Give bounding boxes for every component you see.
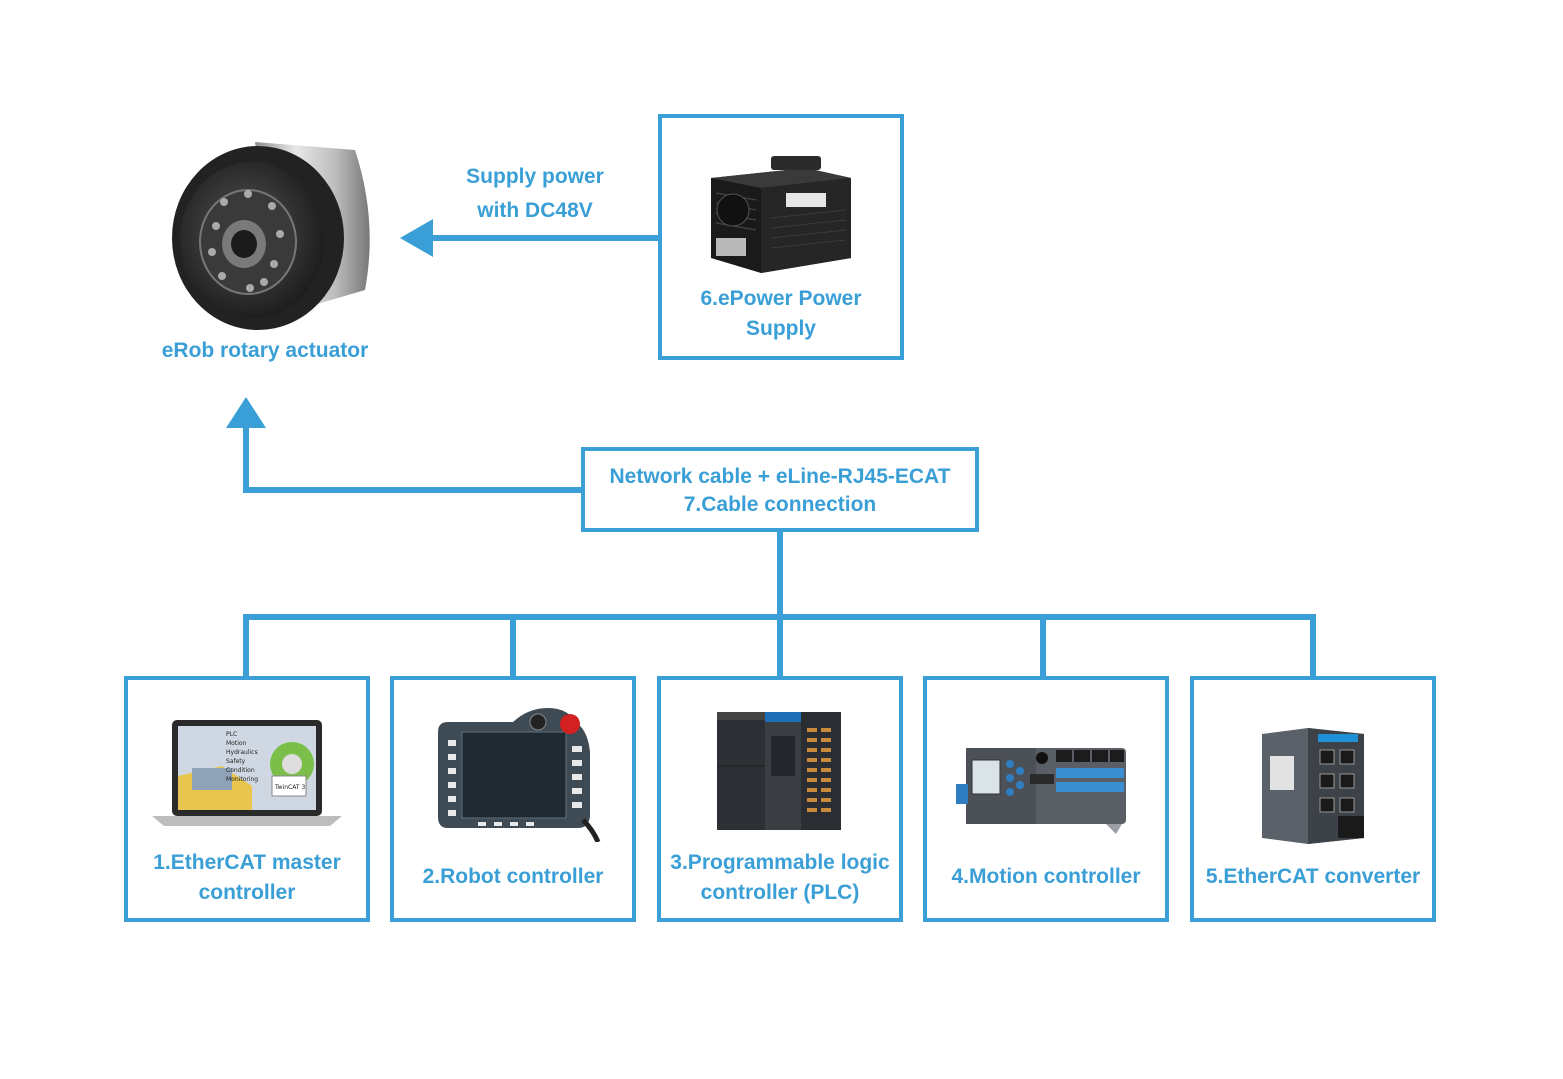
controller-image-3 <box>715 706 845 836</box>
controller-label-1: 1.EtherCAT master controller <box>132 848 362 908</box>
cable-connection-box: Network cable + eLine-RJ45-ECAT 7.Cable … <box>581 447 979 532</box>
controller-image-2 <box>418 702 608 843</box>
rotary-actuator-icon <box>172 142 370 330</box>
power-supply-label: 6.ePower Power Supply <box>666 284 896 344</box>
cable-arrow-line <box>243 425 585 493</box>
controller-image-1: PLC Motion Hydraulics Safety Condition M… <box>152 716 342 828</box>
laptop-screen-item-4: Safety <box>226 758 246 765</box>
power-arrow-label: Supply power with DC48V <box>440 162 630 226</box>
controller-image-5 <box>1258 720 1368 846</box>
power-arrow-label-line1: Supply power <box>466 165 604 188</box>
laptop-screen-item-3: Hydraulics <box>226 749 258 756</box>
controller-label-4: 4.Motion controller <box>931 862 1161 892</box>
controller-label-2: 2.Robot controller <box>398 862 628 892</box>
laptop-badge-text: TwinCAT 3 <box>274 784 305 791</box>
controller-3-line2: controller (PLC) <box>700 881 860 904</box>
cable-label-line1: Network cable + eLine-RJ45-ECAT <box>609 465 951 488</box>
power-supply-label-line2: Supply <box>745 317 816 340</box>
controller-label-3: 3.Programmable logic controller (PLC) <box>665 848 895 908</box>
actuator-label: eRob rotary actuator <box>161 339 369 362</box>
controller-box-1: PLC Motion Hydraulics Safety Condition M… <box>124 676 370 922</box>
ethercat-converter-icon <box>1262 728 1364 844</box>
laptop-screen-item-1: PLC <box>226 731 237 738</box>
controller-5-line1: 5.EtherCAT converter <box>1205 865 1421 888</box>
controller-box-3: 3.Programmable logic controller (PLC) <box>657 676 903 922</box>
controller-2-line1: 2.Robot controller <box>422 865 604 888</box>
laptop-screen-item-5: Condition <box>226 767 255 774</box>
power-supply-box: 6.ePower Power Supply <box>658 114 904 360</box>
plc-icon <box>717 712 841 830</box>
controller-box-2: 2.Robot controller <box>390 676 636 922</box>
cable-label-line2: 7.Cable connection <box>683 493 877 516</box>
controller-image-4 <box>956 734 1136 834</box>
controller-box-5: 5.EtherCAT converter <box>1190 676 1436 922</box>
controller-4-line1: 4.Motion controller <box>951 865 1141 888</box>
power-arrow-label-line2: with DC48V <box>477 199 593 222</box>
cable-connection-label: Network cable + eLine-RJ45-ECAT 7.Cable … <box>589 463 971 519</box>
teach-pendant-icon <box>438 708 601 843</box>
power-supply-icon <box>711 156 851 273</box>
motion-controller-icon <box>956 748 1126 834</box>
power-supply-label-line1: 6.ePower Power <box>700 287 862 310</box>
controller-3-line1: 3.Programmable logic <box>670 851 890 874</box>
laptop-screen-item-6: Monitoring <box>226 776 258 783</box>
laptop-screen-item-2: Motion <box>226 740 247 747</box>
power-arrow-head <box>400 219 433 257</box>
controller-box-4: 4.Motion controller <box>923 676 1169 922</box>
laptop-icon: PLC Motion Hydraulics Safety Condition M… <box>152 720 342 826</box>
cable-arrow-head <box>226 397 266 428</box>
controller-label-5: 5.EtherCAT converter <box>1198 862 1428 892</box>
actuator-image <box>160 130 380 330</box>
power-supply-image <box>701 148 861 288</box>
controller-1-line1: 1.EtherCAT master <box>153 851 341 874</box>
controller-1-line2: controller <box>198 881 296 904</box>
